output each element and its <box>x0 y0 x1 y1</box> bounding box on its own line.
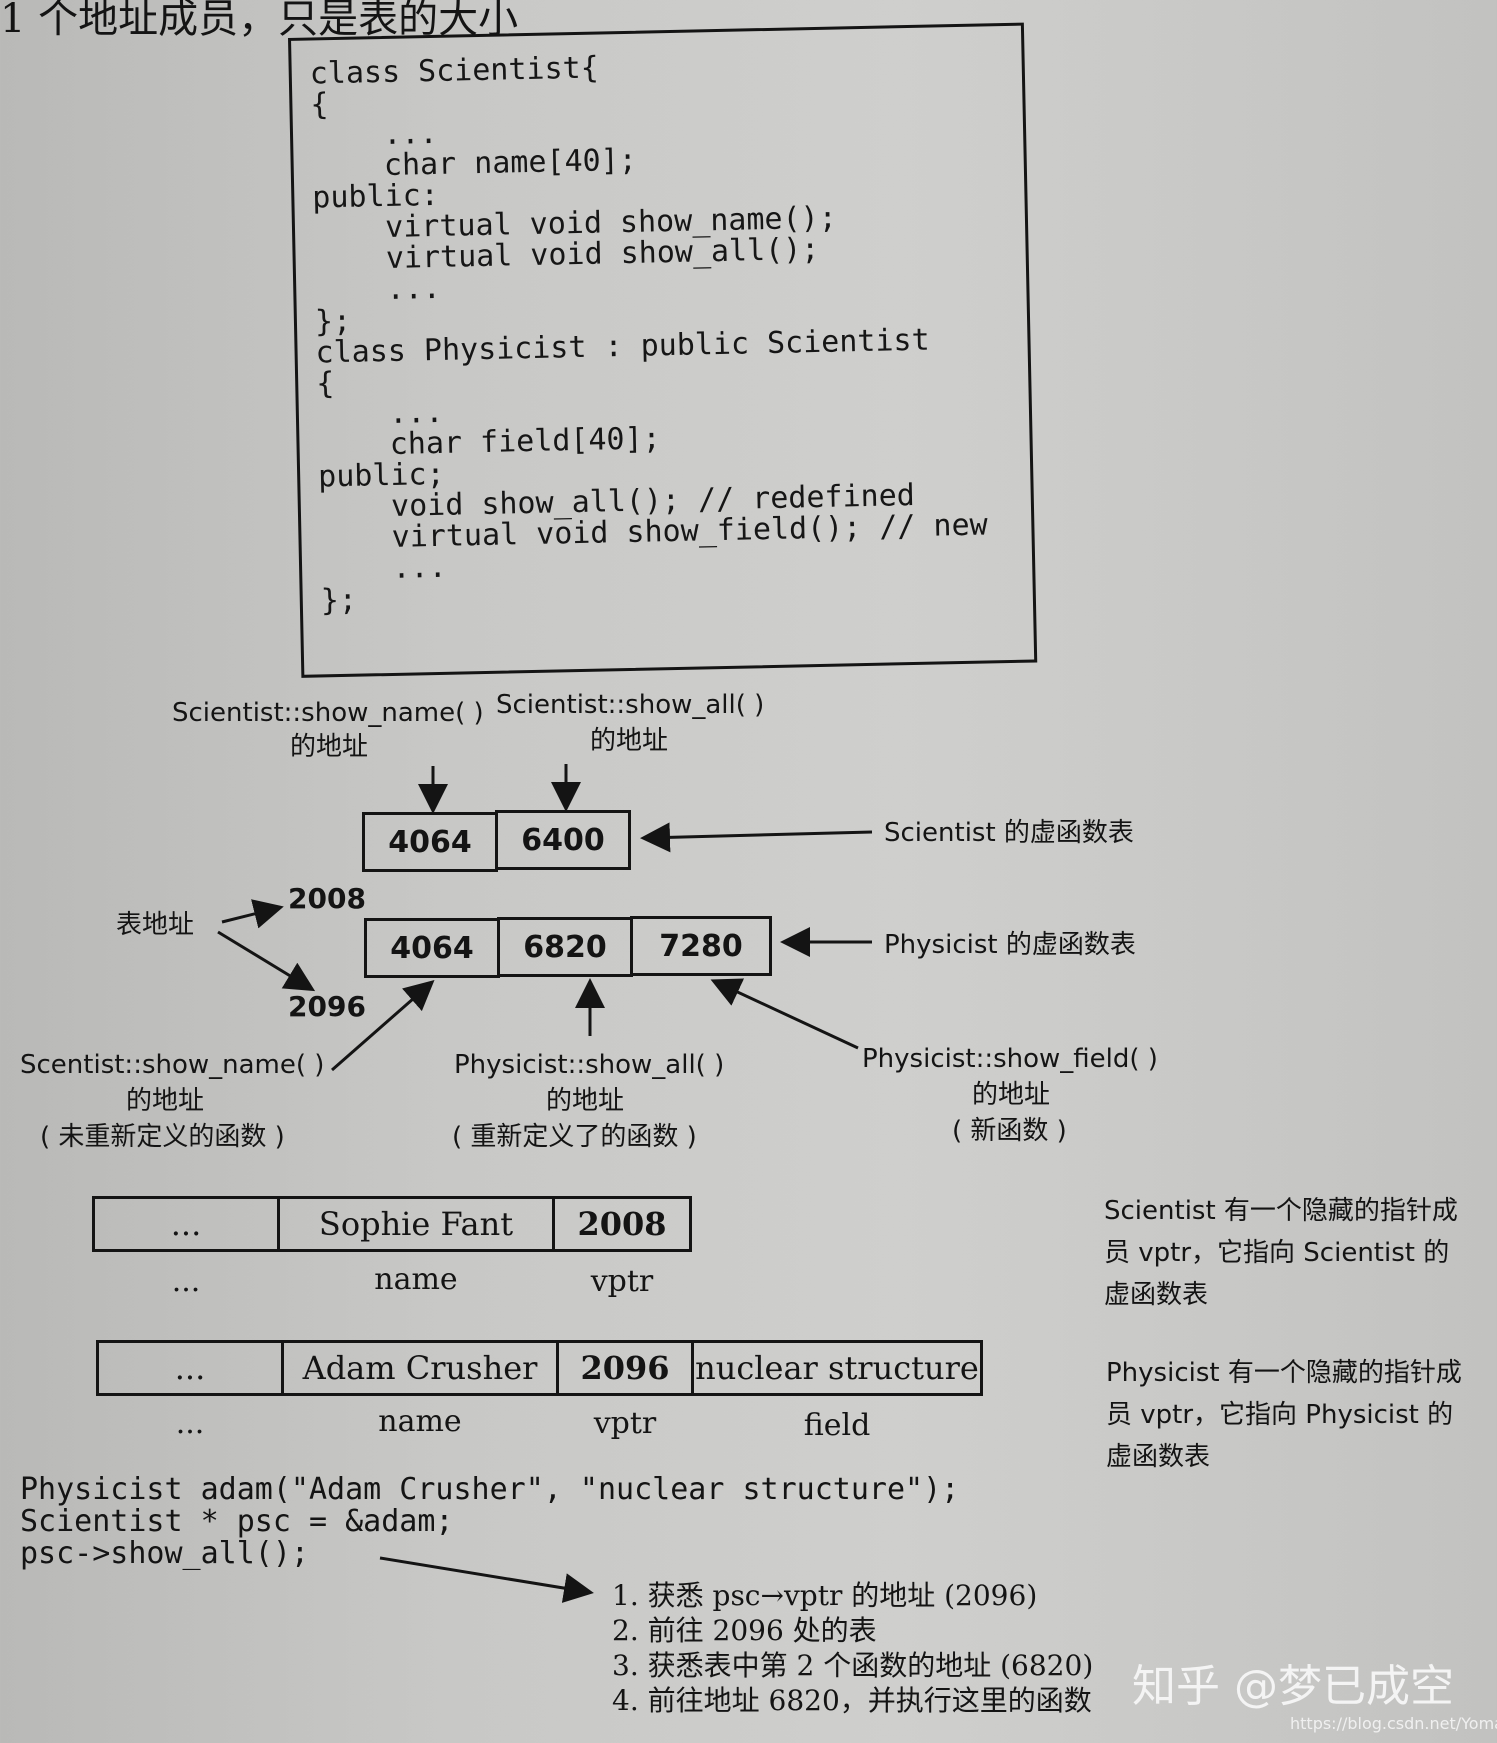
sci-show-all-addr: 的地址 <box>590 726 669 756</box>
not-redefined-note: ( 未重新定义的函数 ) <box>40 1122 285 1152</box>
physicist-note: Physicist 有一个隐藏的指针成员 vptr，它指向 Physicist … <box>1106 1358 1462 1472</box>
source-url: https://blog.csdn.net/Yoma0 <box>1290 1714 1497 1733</box>
sophie-caption: vptr <box>590 1264 654 1299</box>
adam-caption: vptr <box>593 1406 657 1441</box>
sophie-caption: name <box>374 1262 458 1297</box>
phy-vtable-cell: 7280 <box>630 916 772 976</box>
top-text: 1 个地址成员，只是表的大小 <box>0 0 519 42</box>
phy-show-all-addr: 的地址 <box>546 1086 625 1116</box>
phy-show-field-addr: 的地址 <box>972 1080 1051 1110</box>
redefined-note: ( 重新定义了的函数 ) <box>452 1122 697 1152</box>
adam-caption: field <box>803 1408 871 1443</box>
arrow-scentist-show-name <box>331 980 435 1072</box>
phy-show-field-label: Physicist::show_field( ) <box>862 1044 1158 1074</box>
scientist-note: Scientist 有一个隐藏的指针成员 vptr，它指向 Scientist … <box>1104 1196 1458 1310</box>
arrow-table-addr-2096 <box>217 930 316 992</box>
bottom-code: Physicist adam("Adam Crusher", "nuclear … <box>20 1472 960 1571</box>
step-item: 1. 获悉 psc→vptr 的地址 (2096) <box>612 1579 1038 1612</box>
adam-name-cell: Adam Crusher <box>281 1340 559 1396</box>
sophie-vptr-cell: 2008 <box>552 1196 692 1252</box>
phy-vtable-cell: 4064 <box>364 918 500 978</box>
step-item: 2. 前往 2096 处的表 <box>612 1614 877 1647</box>
addr-2008: 2008 <box>288 882 366 915</box>
arrow-call <box>379 1556 594 1603</box>
step-item: 3. 获悉表中第 2 个函数的地址 (6820) <box>612 1649 1094 1682</box>
sci-show-name-label: Scientist::show_name( ) <box>172 698 484 728</box>
sophie-caption: ... <box>171 1264 201 1299</box>
sci-show-name-addr: 的地址 <box>290 732 369 762</box>
phy-show-all-label: Physicist::show_all( ) <box>454 1050 725 1080</box>
step-item: 4. 前往地址 6820，并执行这里的函数 <box>612 1684 1092 1717</box>
addr-2096: 2096 <box>288 990 366 1023</box>
scentist-show-name-addr: 的地址 <box>126 1086 205 1116</box>
arrow-table-addr-2008 <box>221 899 284 929</box>
phy-vtable-label: Physicist 的虚函数表 <box>884 930 1136 960</box>
sci-show-all-label: Scientist::show_all( ) <box>496 690 765 720</box>
adam-caption: name <box>378 1404 462 1439</box>
phy-vtable-cell: 6820 <box>497 917 633 977</box>
arrow-phy-show-field <box>710 978 859 1050</box>
steps-list: 1. 获悉 psc→vptr 的地址 (2096) 2. 前往 2096 处的表… <box>612 1578 1093 1718</box>
new-func-note: ( 新函数 ) <box>952 1116 1067 1146</box>
sci-vtable-label: Scientist 的虚函数表 <box>884 818 1134 848</box>
scentist-show-name-label: Scentist::show_name( ) <box>20 1050 325 1080</box>
table-addr-label: 表地址 <box>116 910 195 940</box>
adam-vptr-cell: 2096 <box>556 1340 694 1396</box>
watermark: 知乎 @梦已成空 <box>1132 1661 1454 1712</box>
arrow-sci-vtable <box>640 822 873 853</box>
adam-caption: ... <box>175 1406 205 1441</box>
adam-field-cell: nuclear structure <box>691 1340 983 1396</box>
